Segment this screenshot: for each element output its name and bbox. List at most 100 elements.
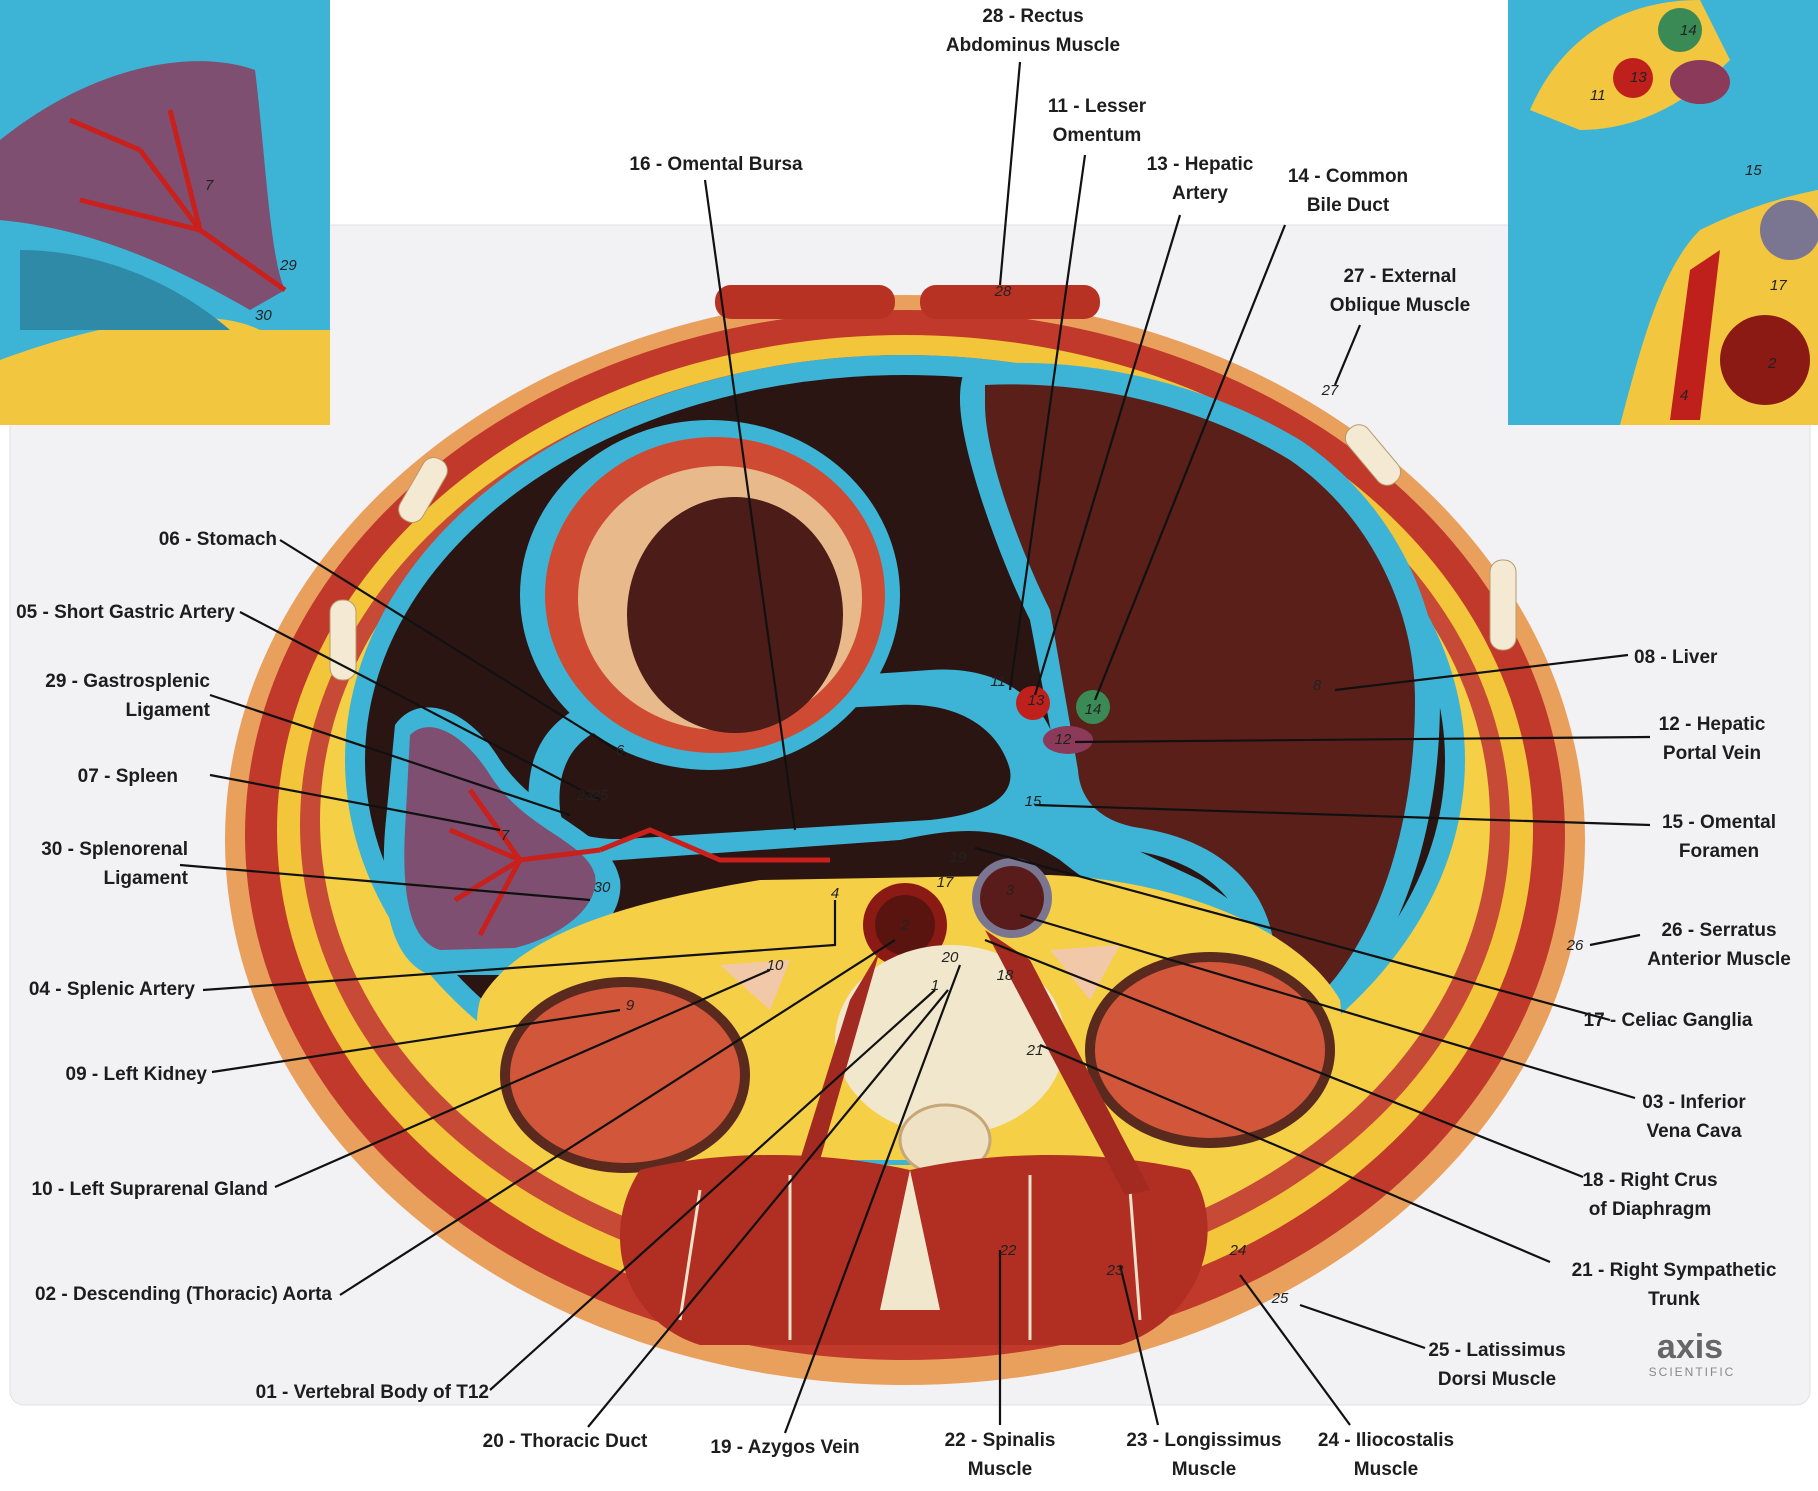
- label-03-line-2: Vena Cava: [1642, 1117, 1745, 1146]
- label-01-line-1: 01 - Vertebral Body of T12: [256, 1378, 489, 1407]
- label-02-line-1: 02 - Descending (Thoracic) Aorta: [35, 1280, 332, 1309]
- label-16: 16 - Omental Bursa: [629, 150, 802, 179]
- label-29-line-2: Ligament: [45, 696, 210, 725]
- inset-right-aorta: [1720, 315, 1810, 405]
- right-kidney: [1095, 962, 1325, 1138]
- model-number: 25: [1271, 1290, 1289, 1307]
- model-number: 18: [997, 967, 1014, 984]
- label-10-line-1: 10 - Left Suprarenal Gland: [32, 1175, 269, 1204]
- label-19-line-1: 19 - Azygos Vein: [710, 1433, 859, 1462]
- label-05: 05 - Short Gastric Artery: [16, 598, 235, 627]
- label-13-line-1: 13 - Hepatic: [1147, 150, 1254, 179]
- model-number: 27: [1321, 382, 1339, 399]
- label-13-line-2: Artery: [1147, 179, 1254, 208]
- label-01: 01 - Vertebral Body of T12: [256, 1378, 489, 1407]
- label-23-line-1: 23 - Longissimus: [1126, 1426, 1281, 1455]
- label-30: 30 - SplenorenalLigament: [41, 835, 188, 893]
- label-06-line-1: 06 - Stomach: [159, 525, 277, 554]
- model-number: 25: [591, 787, 609, 804]
- label-20-line-1: 20 - Thoracic Duct: [483, 1427, 648, 1456]
- model-number: 22: [999, 1242, 1017, 1259]
- model-number: 20: [941, 949, 959, 966]
- model-number: 3: [1006, 882, 1015, 899]
- model-number: 30: [594, 879, 611, 896]
- inset-right-number: 14: [1680, 22, 1697, 39]
- label-06: 06 - Stomach: [159, 525, 277, 554]
- label-10: 10 - Left Suprarenal Gland: [32, 1175, 269, 1204]
- label-27-line-2: Oblique Muscle: [1330, 291, 1470, 320]
- label-18-line-2: of Diaphragm: [1582, 1195, 1717, 1224]
- label-04: 04 - Splenic Artery: [29, 975, 195, 1004]
- label-02: 02 - Descending (Thoracic) Aorta: [35, 1280, 332, 1309]
- inset-right-number: 17: [1770, 277, 1787, 294]
- inset-right-number: 15: [1745, 162, 1762, 179]
- model-number: 7: [501, 827, 510, 844]
- label-30-line-1: 30 - Splenorenal: [41, 835, 188, 864]
- label-05-line-1: 05 - Short Gastric Artery: [16, 598, 235, 627]
- label-07: 07 - Spleen: [78, 762, 178, 791]
- label-17-line-1: 17 - Celiac Ganglia: [1584, 1006, 1753, 1035]
- label-17: 17 - Celiac Ganglia: [1584, 1006, 1753, 1035]
- label-24-line-1: 24 - Iliocostalis: [1318, 1426, 1454, 1455]
- model-number: 8: [1313, 677, 1322, 694]
- label-15-line-2: Foramen: [1662, 837, 1776, 866]
- label-12-line-2: Portal Vein: [1659, 739, 1766, 768]
- model-number: 1: [931, 977, 939, 994]
- model-number: 2: [900, 917, 910, 934]
- label-28: 28 - RectusAbdominus Muscle: [946, 2, 1120, 60]
- model-number: 17: [937, 874, 954, 891]
- label-14-line-1: 14 - Common: [1288, 162, 1408, 191]
- label-14-line-2: Bile Duct: [1288, 191, 1408, 220]
- model-number: 13: [1028, 692, 1045, 709]
- label-22-line-2: Muscle: [945, 1455, 1056, 1484]
- label-30-line-2: Ligament: [41, 864, 188, 893]
- model-number: 14: [1085, 701, 1102, 718]
- model-number: 19: [950, 849, 967, 866]
- model-number: 10: [767, 957, 784, 974]
- label-25-line-1: 25 - Latissimus: [1428, 1336, 1565, 1365]
- label-28-line-2: Abdominus Muscle: [946, 31, 1120, 60]
- brand-logo-tagline: SCIENTIFIC: [1649, 1365, 1736, 1379]
- stomach-lumen: [627, 497, 843, 733]
- label-13: 13 - HepaticArtery: [1147, 150, 1254, 208]
- brand-logo: axis SCIENTIFIC: [1649, 1328, 1736, 1379]
- model-number: 11: [990, 673, 1006, 690]
- label-04-line-1: 04 - Splenic Artery: [29, 975, 195, 1004]
- label-19: 19 - Azygos Vein: [710, 1433, 859, 1462]
- label-07-line-1: 07 - Spleen: [78, 762, 178, 791]
- model-number: 28: [994, 283, 1012, 300]
- inset-left-number: 29: [279, 257, 297, 274]
- label-09-line-1: 09 - Left Kidney: [66, 1060, 207, 1089]
- label-23-line-2: Muscle: [1126, 1455, 1281, 1484]
- label-08-line-1: 08 - Liver: [1634, 643, 1717, 672]
- label-18-line-1: 18 - Right Crus: [1582, 1166, 1717, 1195]
- rib: [330, 600, 356, 680]
- label-25-line-2: Dorsi Muscle: [1428, 1365, 1565, 1394]
- model-number: 26: [1566, 937, 1584, 954]
- inset-right-number: 2: [1767, 355, 1777, 372]
- label-11-line-1: 11 - Lesser: [1048, 92, 1146, 121]
- label-28-line-1: 28 - Rectus: [946, 2, 1120, 31]
- model-number: 15: [1025, 793, 1042, 810]
- label-12-line-1: 12 - Hepatic: [1659, 710, 1766, 739]
- label-29-line-1: 29 - Gastrosplenic: [45, 667, 210, 696]
- label-20: 20 - Thoracic Duct: [483, 1427, 648, 1456]
- label-16-line-1: 16 - Omental Bursa: [629, 150, 802, 179]
- label-11-line-2: Omentum: [1048, 121, 1146, 150]
- inset-right-number: 13: [1630, 69, 1647, 86]
- inset-right-number: 11: [1590, 87, 1606, 104]
- model-number: 24: [1229, 1242, 1247, 1259]
- inset-left: [0, 0, 330, 425]
- brand-logo-wordmark: axis: [1657, 1328, 1723, 1366]
- label-22-line-1: 22 - Spinalis: [945, 1426, 1056, 1455]
